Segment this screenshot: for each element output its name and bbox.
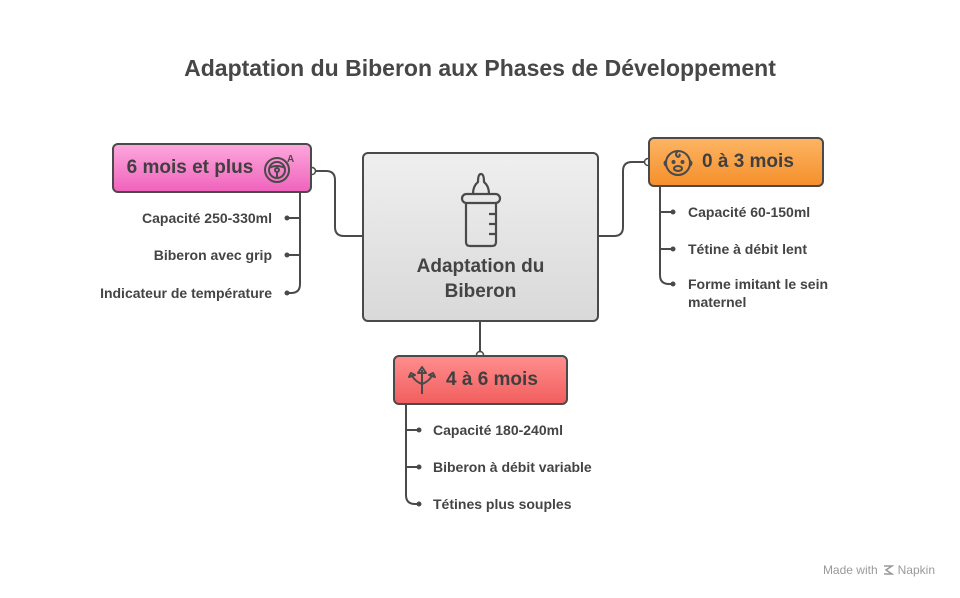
center-title-line1: Adaptation du — [416, 256, 545, 277]
phase-label: 4 à 6 mois — [446, 369, 538, 390]
phase-label: 6 mois et plus — [126, 157, 254, 178]
baby-bottle-icon — [460, 172, 501, 248]
list-item: Capacité 180-240ml — [433, 422, 563, 438]
svg-text:A: A — [287, 154, 294, 165]
list-item: Capacité 60-150ml — [688, 204, 811, 220]
center-title-line2: Biberon — [444, 281, 517, 302]
list-item: Indicateur de température — [100, 285, 272, 301]
list-item: Tétine à débit lent — [688, 241, 808, 257]
napkin-logo-icon — [883, 565, 894, 575]
central-node: Adaptation du Biberon — [362, 152, 599, 322]
list-line-bottom — [405, 405, 419, 505]
phase-6-mois-et-plus: 6 mois et plus A — [112, 143, 312, 193]
list-item: Biberon à débit variable — [433, 459, 592, 475]
baby-face-icon — [663, 150, 693, 176]
steering-wheel-icon: A — [264, 154, 295, 183]
napkin-watermark: Made with Napkin — [823, 563, 935, 577]
page-title: Adaptation du Biberon aux Phases de Déve… — [184, 55, 776, 81]
phase-0-a-3-mois: 0 à 3 mois — [648, 137, 824, 187]
connector-right — [599, 161, 648, 237]
napkin-brand: Napkin — [897, 563, 935, 577]
made-with-text: Made with — [822, 563, 878, 577]
connector-left — [312, 170, 362, 237]
list-item: Forme imitant le sein maternel — [688, 276, 829, 310]
list-item: Biberon avec grip — [153, 247, 272, 263]
list-item: Capacité 250-330ml — [142, 210, 272, 226]
list-line-left — [287, 193, 301, 294]
phase-label: 0 à 3 mois — [702, 151, 794, 172]
branching-arrows-icon — [408, 366, 436, 394]
list-item: Tétines plus souples — [433, 496, 572, 512]
list-line-right — [659, 187, 673, 285]
phase-4-a-6-mois: 4 à 6 mois — [393, 355, 568, 405]
